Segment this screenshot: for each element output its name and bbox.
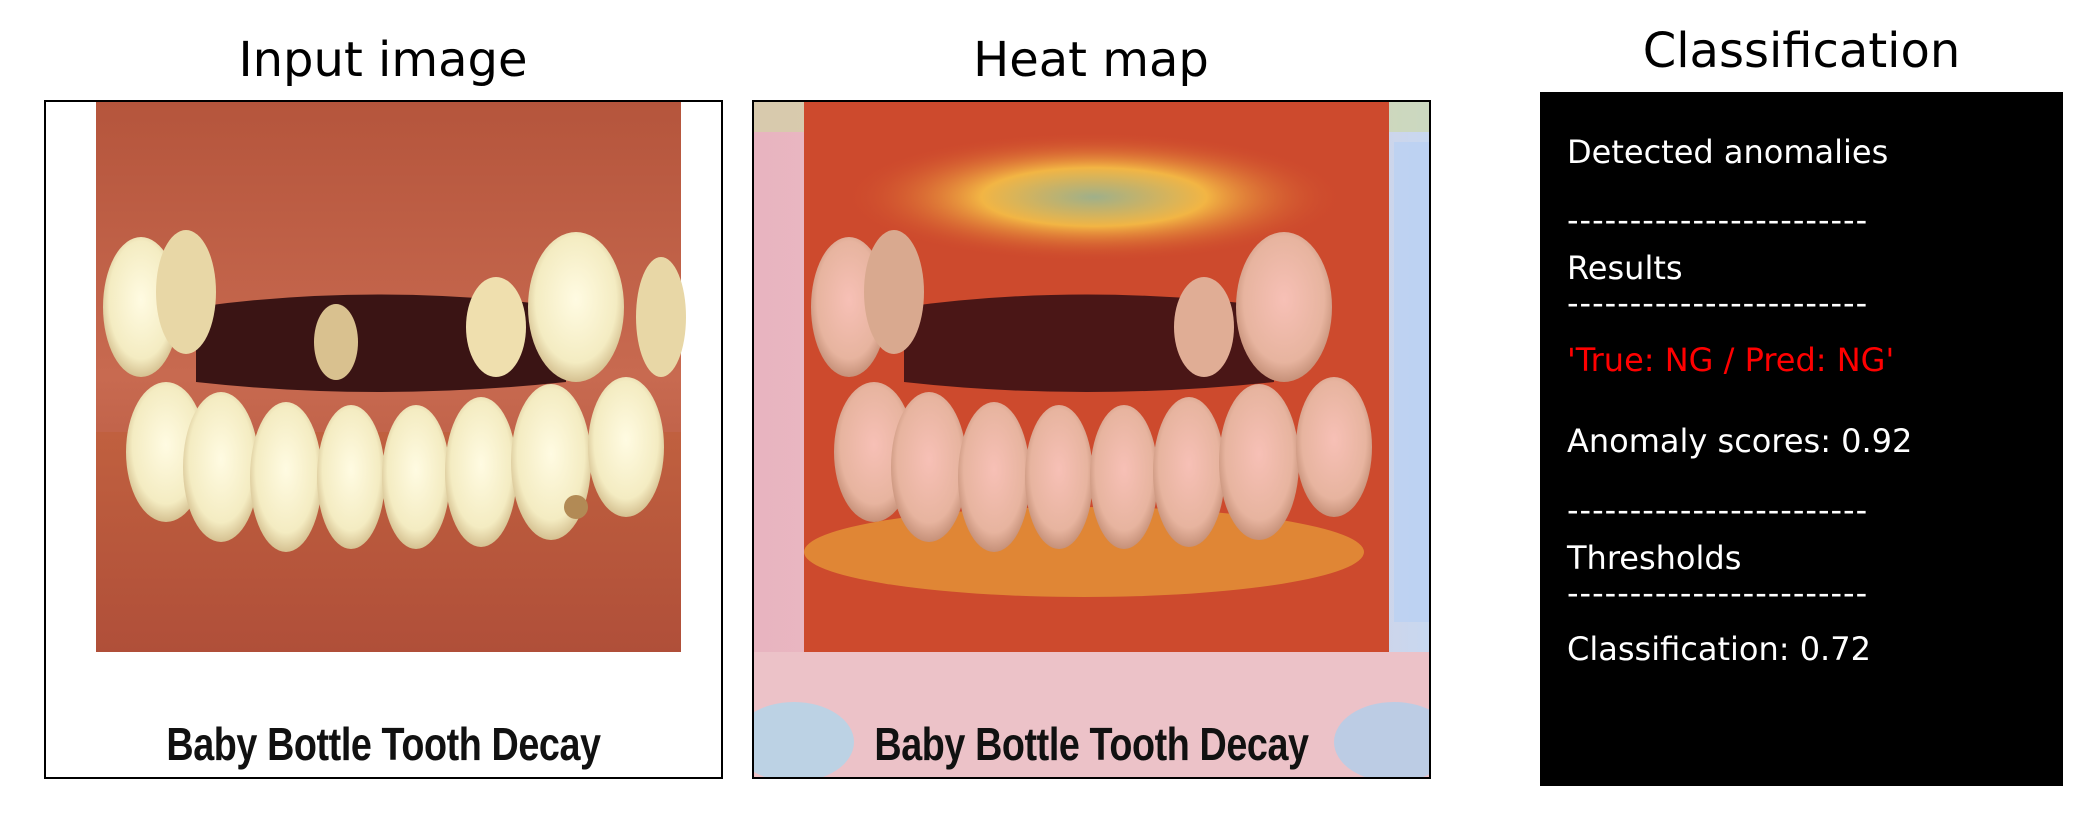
result-text: 'True: NG / Pred: NG' (1567, 341, 1895, 379)
classification-threshold-text: Classification: 0.72 (1567, 630, 1871, 668)
separator: ------------------------ (1567, 491, 1869, 529)
detected-anomalies-label: Detected anomalies (1567, 133, 1889, 171)
heat-map-image: Baby Bottle Tooth Decay (752, 100, 1431, 779)
separator: ------------------------ (1567, 574, 1869, 612)
input-image-caption: Baby Bottle Tooth Decay (166, 718, 601, 770)
input-image: Baby Bottle Tooth Decay (44, 100, 723, 779)
input-image-title: Input image (238, 32, 528, 88)
teeth-photo (46, 102, 721, 777)
thresholds-label: Thresholds (1567, 539, 1742, 577)
classification-box: Detected anomalies ---------------------… (1540, 92, 2063, 786)
anomaly-score-text: Anomaly scores: 0.92 (1567, 422, 1913, 460)
heat-map-title: Heat map (973, 32, 1209, 88)
results-label: Results (1567, 249, 1683, 287)
classification-title: Classification (1642, 23, 1961, 79)
heat-map-caption: Baby Bottle Tooth Decay (874, 718, 1309, 770)
heat-map-overlay (754, 102, 1429, 777)
separator: ------------------------ (1567, 201, 1869, 239)
separator: ------------------------ (1567, 284, 1869, 322)
